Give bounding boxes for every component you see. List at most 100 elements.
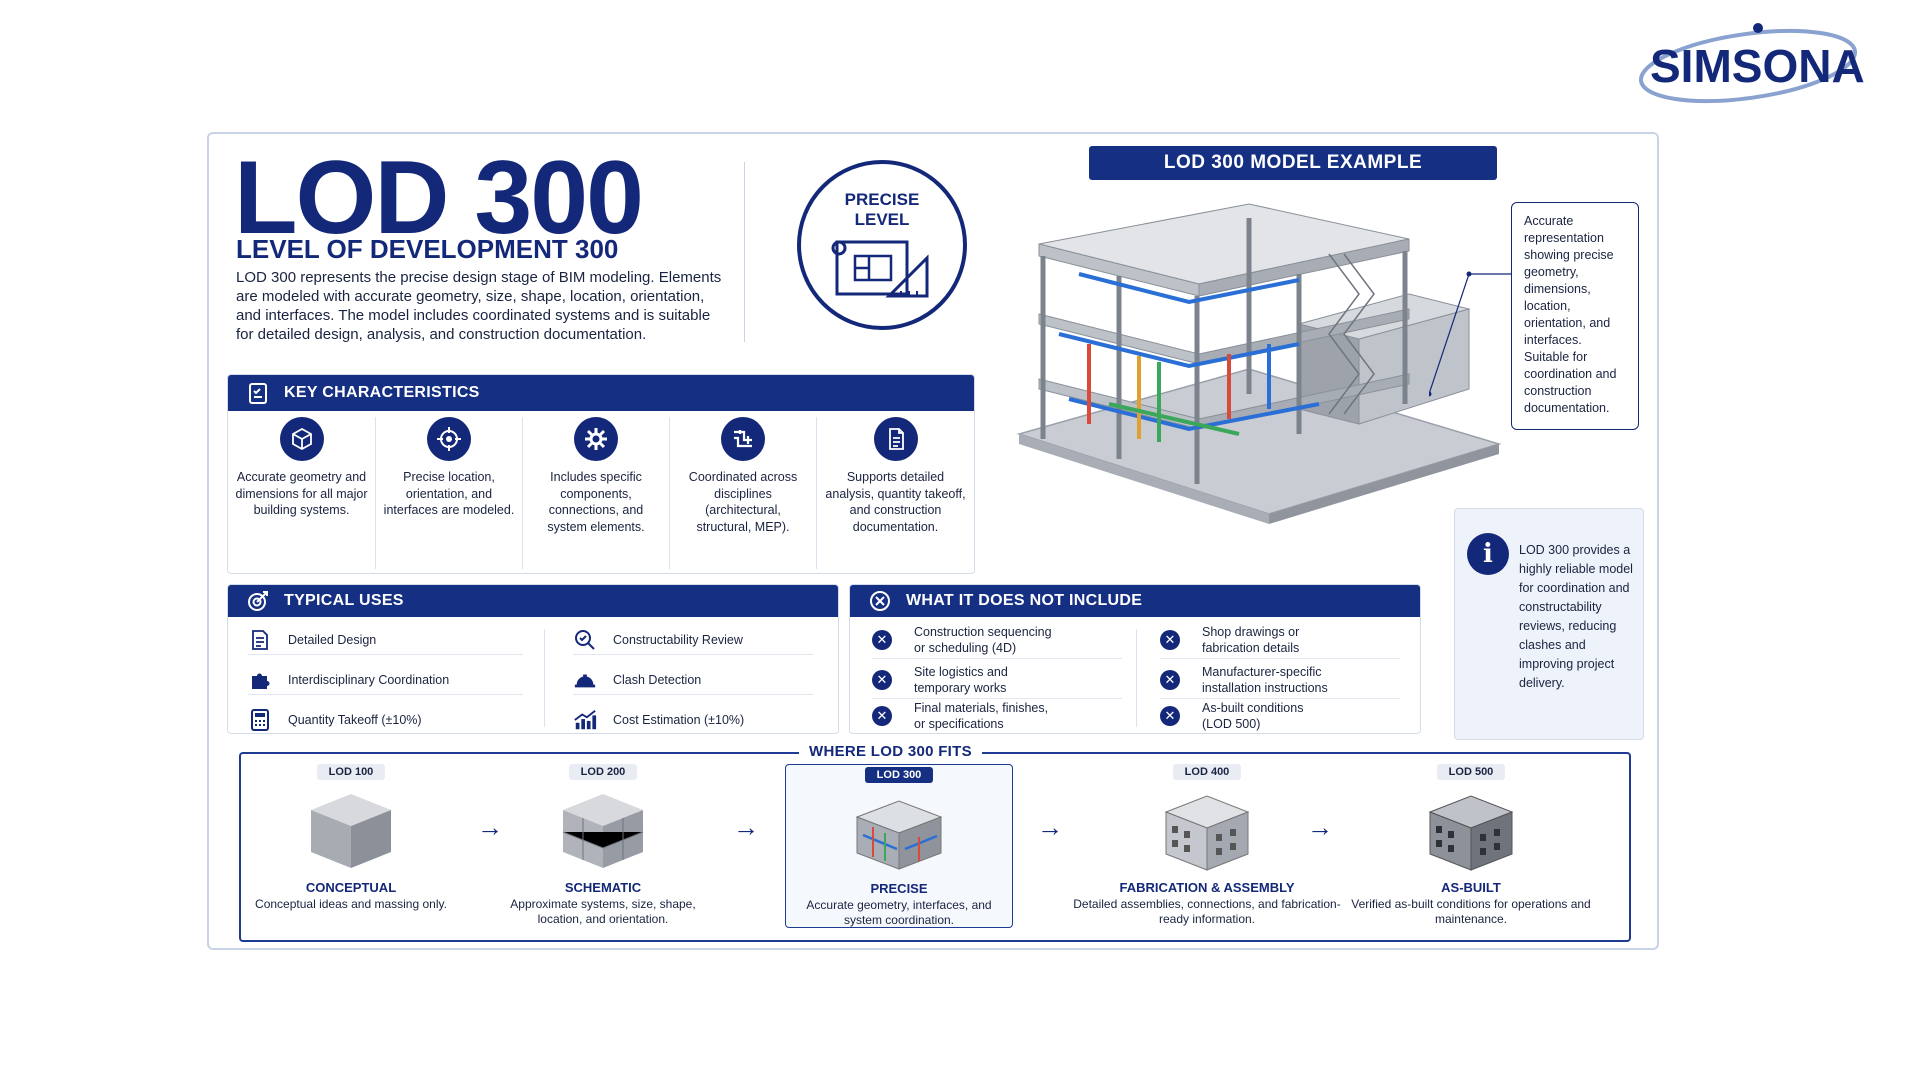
exclusion-line: Construction sequencing — [914, 624, 1052, 639]
x-icon: ✕ — [872, 629, 892, 650]
stage-name: SCHEMATIC — [564, 880, 642, 895]
fabrication-building-icon — [1164, 795, 1250, 871]
characteristic-item: Coordinated across disciplines (architec… — [669, 417, 816, 569]
model-example-title: LOD 300 MODEL EXAMPLE — [1089, 146, 1497, 180]
exclusion-line: installation instructions — [1202, 680, 1328, 695]
characteristic-item: Supports detailed analysis, quantity tak… — [816, 417, 974, 569]
key-characteristics-header: KEY CHARACTERISTICS — [228, 375, 974, 411]
blueprint-ruler-icon — [831, 240, 929, 298]
stage-lod400: LOD 400 FABRICATION & ASSEMBLY Detailed … — [1067, 762, 1347, 927]
lod300-infographic: LOD 300 LEVEL OF DEVELOPMENT 300 LOD 300… — [207, 132, 1659, 950]
building-model-illustration — [1016, 203, 1502, 524]
circle-x-icon — [868, 589, 892, 618]
intro-paragraph: LOD 300 represents the precise design st… — [236, 269, 722, 343]
badge-line-1: PRECISE — [844, 190, 920, 209]
exclusion-line: or specifications — [914, 717, 1004, 731]
use-label: Interdisciplinary Coordination — [288, 672, 450, 687]
not-included-header: WHAT IT DOES NOT INCLUDE — [850, 585, 1420, 617]
badge-line-2: LEVEL — [854, 210, 910, 229]
use-item: Detailed Design — [248, 625, 523, 655]
logo-text: SIMSONA — [1650, 40, 1865, 92]
characteristic-text: Coordinated across disciplines (architec… — [688, 470, 798, 534]
stage-lod300: LOD 300 PRECISE Accurate geometry, inter… — [785, 764, 1013, 928]
stage-desc: Accurate geometry, interfaces, and syste… — [806, 898, 992, 927]
divider — [744, 162, 745, 342]
exclusion-item: ✕ As-built conditions(LOD 500) — [1160, 697, 1400, 735]
x-icon: ✕ — [1160, 669, 1180, 690]
exclusion-line: Final materials, finishes, — [914, 701, 1049, 715]
use-label: Detailed Design — [288, 632, 377, 647]
simsona-logo: SIMSONA — [1630, 18, 1870, 108]
use-label: Quantity Takeoff (±10%) — [288, 713, 422, 727]
characteristic-item: Precise location, orientation, and inter… — [375, 417, 522, 569]
as-built-building-icon — [1428, 795, 1514, 871]
gear-icon — [574, 417, 618, 461]
crosshair-icon — [427, 417, 471, 461]
stage-desc: Detailed assemblies, connections, and fa… — [1073, 897, 1341, 926]
where-fits-title: WHERE LOD 300 FITS — [799, 743, 982, 760]
precise-level-badge: PRECISE LEVEL — [797, 160, 967, 330]
use-label: Cost Estimation (±10%) — [613, 713, 745, 727]
use-item: Constructability Review — [573, 625, 813, 655]
exclusion-line: As-built conditions — [1202, 701, 1304, 715]
x-icon: ✕ — [1160, 629, 1180, 650]
page-subtitle: LEVEL OF DEVELOPMENT 300 — [236, 234, 619, 264]
stage-level: LOD 200 — [568, 764, 638, 780]
typical-uses-title: TYPICAL USES — [284, 592, 404, 609]
stage-level: LOD 300 — [864, 767, 934, 783]
use-label: Clash Detection — [613, 672, 702, 687]
pipes-icon — [721, 417, 765, 461]
stage-name: FABRICATION & ASSEMBLY — [1119, 880, 1295, 895]
magnifier-check-icon — [573, 628, 597, 652]
where-lod300-fits: WHERE LOD 300 FITS LOD 100 CONCEPTUAL Co… — [239, 743, 1631, 942]
arrow-right-icon: → — [477, 812, 503, 842]
characteristic-text: Accurate geometry and dimensions for all… — [235, 470, 368, 517]
characteristic-text: Precise location, orientation, and inter… — [383, 470, 515, 517]
x-icon: ✕ — [872, 669, 892, 690]
exclusion-line: temporary works — [914, 680, 1007, 695]
chart-up-icon — [573, 708, 597, 732]
characteristic-item: Includes specific components, connection… — [522, 417, 669, 569]
schematic-cube-icon — [562, 794, 644, 868]
key-characteristics-title: KEY CHARACTERISTICS — [284, 384, 480, 401]
stage-lod500: LOD 500 AS-BUILT Verified as-built condi… — [1341, 762, 1601, 927]
exclusion-line: Manufacturer-specific — [1202, 664, 1322, 679]
use-item: Cost Estimation (±10%) — [573, 705, 813, 735]
divider — [1136, 629, 1137, 727]
calculator-icon — [248, 708, 272, 732]
not-included-panel: WHAT IT DOES NOT INCLUDE ✕ Construction … — [849, 584, 1421, 734]
x-icon: ✕ — [1160, 706, 1180, 726]
exclusion-line: or scheduling (4D) — [914, 640, 1017, 655]
stage-lod200: LOD 200 SCHEMATIC Approximate systems, s… — [493, 762, 713, 927]
callout-leader-line — [1429, 271, 1513, 397]
characteristic-item: Accurate geometry and dimensions for all… — [228, 417, 375, 569]
cube-icon — [279, 417, 324, 461]
document-icon — [873, 417, 918, 461]
use-item: Quantity Takeoff (±10%) — [248, 705, 523, 735]
stage-desc: Verified as-built conditions for operati… — [1351, 897, 1591, 926]
mass-cube-icon — [311, 794, 391, 868]
exclusion-line: Site logistics and — [914, 664, 1008, 679]
x-icon: ✕ — [872, 706, 892, 726]
not-included-title: WHAT IT DOES NOT INCLUDE — [906, 592, 1143, 609]
exclusion-line: Shop drawings or — [1202, 624, 1300, 639]
stage-desc: Conceptual ideas and massing only. — [255, 897, 447, 911]
characteristic-text: Includes specific components, connection… — [547, 470, 645, 534]
arrow-right-icon: → — [1307, 812, 1333, 842]
stage-desc: Approximate systems, size, shape, locati… — [510, 897, 696, 926]
typical-uses-header: TYPICAL USES — [228, 585, 838, 617]
target-icon — [246, 589, 270, 618]
use-label: Constructability Review — [613, 632, 743, 647]
info-text: LOD 300 provides a highly reliable model… — [1519, 543, 1633, 690]
stage-lod100: LOD 100 CONCEPTUAL Conceptual ideas and … — [241, 762, 461, 912]
page-title: LOD 300 — [234, 140, 644, 256]
divider — [544, 629, 545, 727]
stage-level: LOD 500 — [1436, 764, 1506, 780]
info-icon: i — [1467, 533, 1509, 575]
characteristic-text: Supports detailed analysis, quantity tak… — [825, 470, 966, 534]
info-box: i LOD 300 provides a highly reliable mod… — [1454, 508, 1644, 740]
